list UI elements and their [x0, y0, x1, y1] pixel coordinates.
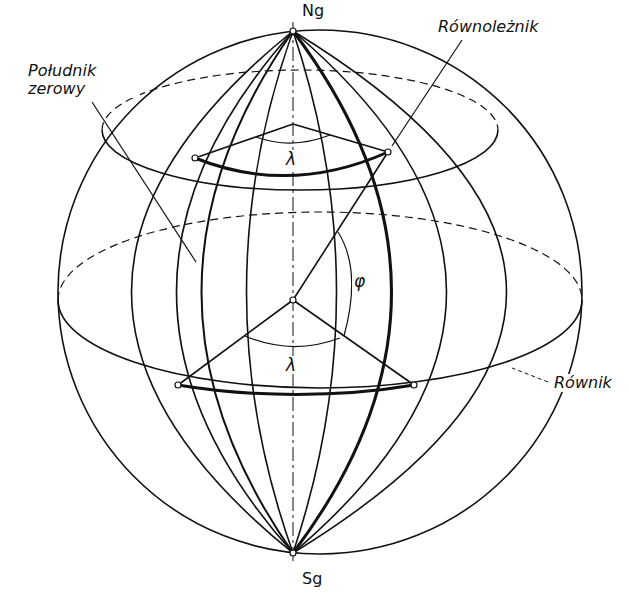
point: [385, 149, 391, 155]
angle-symbol: λ: [284, 356, 298, 374]
leader-line: [92, 102, 196, 262]
meridian-bold: [293, 31, 392, 553]
parallel-back: [102, 70, 498, 130]
prime-meridian: [202, 31, 294, 553]
equator-label: Równik: [552, 374, 614, 392]
meridian: [247, 31, 294, 553]
angle-symbol: λ: [284, 150, 298, 168]
pole-label: Ng: [300, 2, 326, 20]
point: [192, 155, 198, 161]
angle-symbol: φ: [352, 272, 367, 290]
radius-line: [293, 152, 388, 300]
radius-line: [178, 300, 293, 385]
pole-label: Sg: [300, 570, 324, 588]
radius-line: [195, 124, 293, 158]
angle-arc: [245, 336, 340, 347]
parallel-label: Równoleżnik: [436, 18, 540, 36]
meridian: [132, 31, 294, 553]
point: [411, 382, 417, 388]
sphere-outline: [58, 30, 582, 554]
earth-axis: [293, 22, 294, 562]
point: [175, 382, 181, 388]
angle-arc: [256, 135, 330, 143]
pole-point: [290, 28, 296, 34]
meridian: [293, 31, 337, 553]
meridian: [177, 31, 294, 553]
equator-front: [58, 300, 582, 388]
equator-back: [58, 212, 582, 300]
radius-line: [293, 300, 414, 385]
leader-line: [512, 368, 548, 382]
leader-line: [392, 40, 462, 146]
pole-point: [290, 550, 296, 556]
center-point: [290, 297, 296, 303]
angle-arc: [338, 232, 352, 336]
meridian: [293, 31, 507, 553]
meridian: [293, 31, 447, 553]
radius-line: [293, 124, 388, 152]
meridian-label: Południk zerowy: [26, 62, 140, 98]
